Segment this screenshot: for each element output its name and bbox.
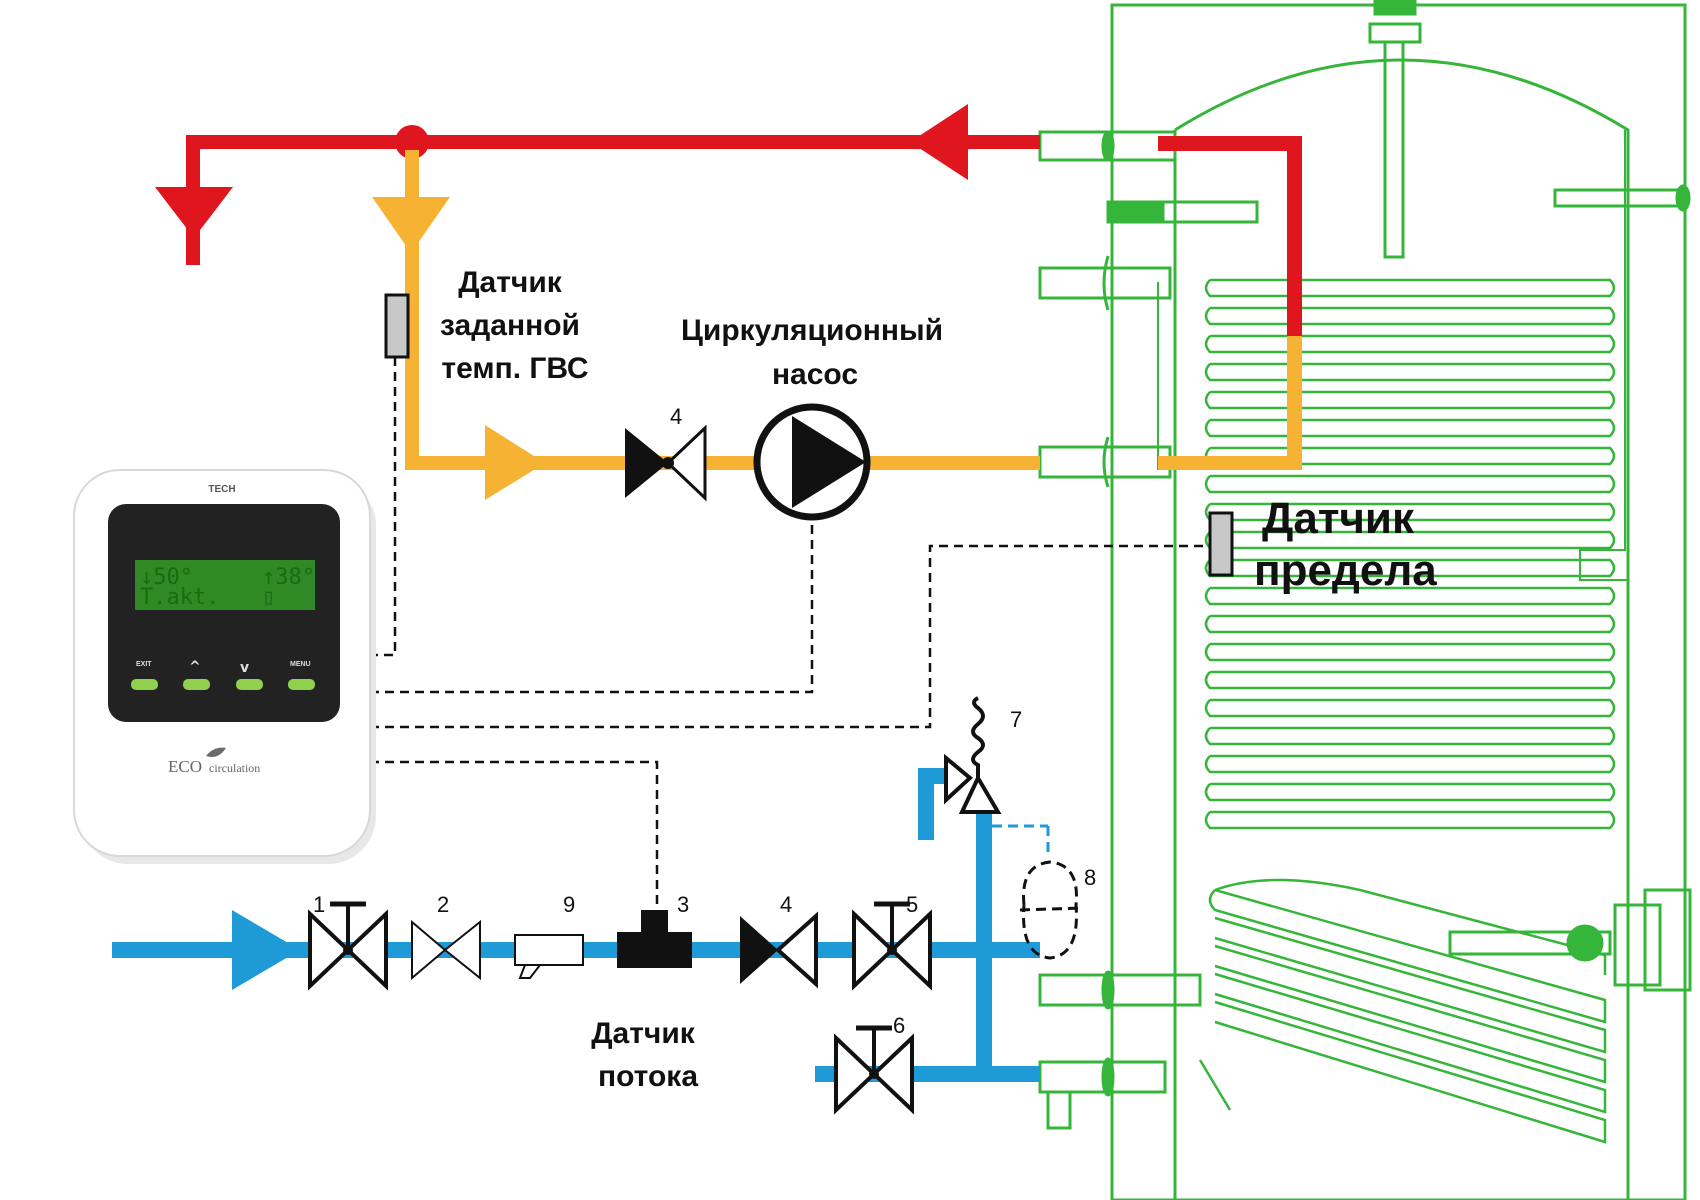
circ-right-arrow [485, 425, 545, 500]
hot-coil-supply-v [1287, 136, 1302, 336]
nozzle-cold-mid [1038, 973, 1202, 1007]
circ-down-arrow [372, 197, 450, 253]
flow-sensor-label-1: Датчик [591, 1017, 696, 1050]
tank-top-nozzle [1368, 22, 1422, 44]
lcd-display [135, 560, 315, 610]
nozzle-cold-in-flange [1101, 1057, 1115, 1097]
pump-label-1: Циркуляционный [681, 314, 943, 347]
controller-brand: TECH [208, 484, 235, 495]
tank-anode-rod [1383, 40, 1405, 259]
num-2: 2 [437, 892, 449, 917]
hot-coil-supply-h [1158, 136, 1302, 151]
circ-coil-return-v [1287, 336, 1302, 470]
hot-outlet-arrow [155, 187, 233, 238]
valve-4-top [625, 424, 707, 502]
nozzle-hot-out-flange [1101, 130, 1115, 162]
safety-outlet-v [918, 768, 934, 840]
nozzle-coil-in-flange [1102, 255, 1110, 311]
num-8: 8 [1084, 865, 1096, 890]
safety-valve-7 [944, 696, 1002, 814]
lcd-line1-left: ↓50° [140, 565, 193, 590]
filter-9 [514, 934, 584, 979]
leaf-icon [206, 747, 226, 757]
exit-button[interactable] [131, 679, 158, 690]
heater-flange-cap [1643, 888, 1692, 992]
up-icon: ^ [189, 659, 201, 675]
drain-stub [1046, 1090, 1072, 1130]
eco-circulation-controller: TECH ↓50° ↑38° T.akt. ▯ EXIT ^ v MENU EC… [73, 469, 376, 864]
flow-sensor-label-2: потока [598, 1060, 698, 1093]
flow-sensor-3 [617, 910, 692, 968]
cold-flow-arrow [232, 910, 300, 990]
heater-knob [1566, 924, 1604, 962]
nozzle-thermowell-right [1553, 188, 1687, 208]
storage-tank [1038, 0, 1692, 1200]
num-5: 5 [906, 892, 918, 917]
tank-top-cap [1373, 0, 1417, 16]
menu-label: MENU [290, 661, 311, 668]
num-7: 7 [1010, 707, 1022, 732]
limit-sensor-label-1: Датчик [1262, 494, 1415, 543]
num-valve-top: 4 [670, 404, 682, 429]
num-4: 4 [780, 892, 792, 917]
shutoff-valve-1 [308, 901, 388, 991]
controller-front-panel [108, 504, 340, 722]
tank-inner-divider [1579, 130, 1628, 581]
limit-temp-sensor [1208, 511, 1234, 577]
up-button[interactable] [183, 679, 210, 690]
check-valve-2 [411, 919, 481, 981]
num-1: 1 [313, 892, 325, 917]
hot-flow-arrow [910, 104, 968, 180]
expansion-vessel-8 [1019, 860, 1083, 960]
logo-sub: circulation [209, 761, 260, 775]
logo-eco: ECO [168, 757, 202, 776]
heater-flange [1613, 903, 1662, 987]
down-icon: v [240, 660, 249, 676]
valve-4-bottom [740, 911, 818, 989]
heater-sleeve [1448, 930, 1612, 956]
cold-to-tank-mid [976, 942, 1040, 958]
circulation-line [372, 150, 1302, 500]
drain-valve-6 [834, 1025, 914, 1115]
nozzle-cold-mid-flange [1101, 970, 1115, 1010]
circ-horizontal [405, 456, 1040, 470]
shutoff-valve-5 [852, 901, 932, 991]
num-3: 3 [677, 892, 689, 917]
upper-coil [1204, 278, 1616, 830]
control-wiring [370, 357, 1210, 910]
coil-return-pipe [1157, 282, 1176, 470]
setpoint-sensor-label-3: темп. ГВС [441, 352, 588, 385]
down-button[interactable] [236, 679, 263, 690]
lcd-line2-right: ▯ [262, 585, 275, 610]
num-9: 9 [563, 892, 575, 917]
hot-junction [395, 125, 429, 159]
exit-label: EXIT [136, 661, 152, 668]
setpoint-temp-sensor [384, 293, 410, 359]
circ-coil-return-h [1158, 456, 1302, 470]
lcd-line1-right: ↑38° [262, 565, 315, 590]
setpoint-sensor-label-2: заданной [440, 309, 580, 342]
hot-water-line [155, 104, 1302, 336]
nozzle-return-flange [1102, 436, 1110, 488]
nozzle-right-flange [1675, 184, 1691, 212]
lower-coil [1198, 878, 1607, 1144]
circulation-pump [753, 403, 871, 521]
num-6: 6 [893, 1013, 905, 1038]
safety-outlet-h [918, 768, 948, 784]
menu-button[interactable] [288, 679, 315, 690]
limit-sensor-label-2: предела [1254, 546, 1437, 595]
nozzle-upper-flange [1106, 200, 1165, 224]
setpoint-sensor-label-1: Датчик [458, 266, 563, 299]
lcd-line2: T.akt. [140, 585, 219, 610]
pump-label-2: насос [772, 358, 858, 391]
